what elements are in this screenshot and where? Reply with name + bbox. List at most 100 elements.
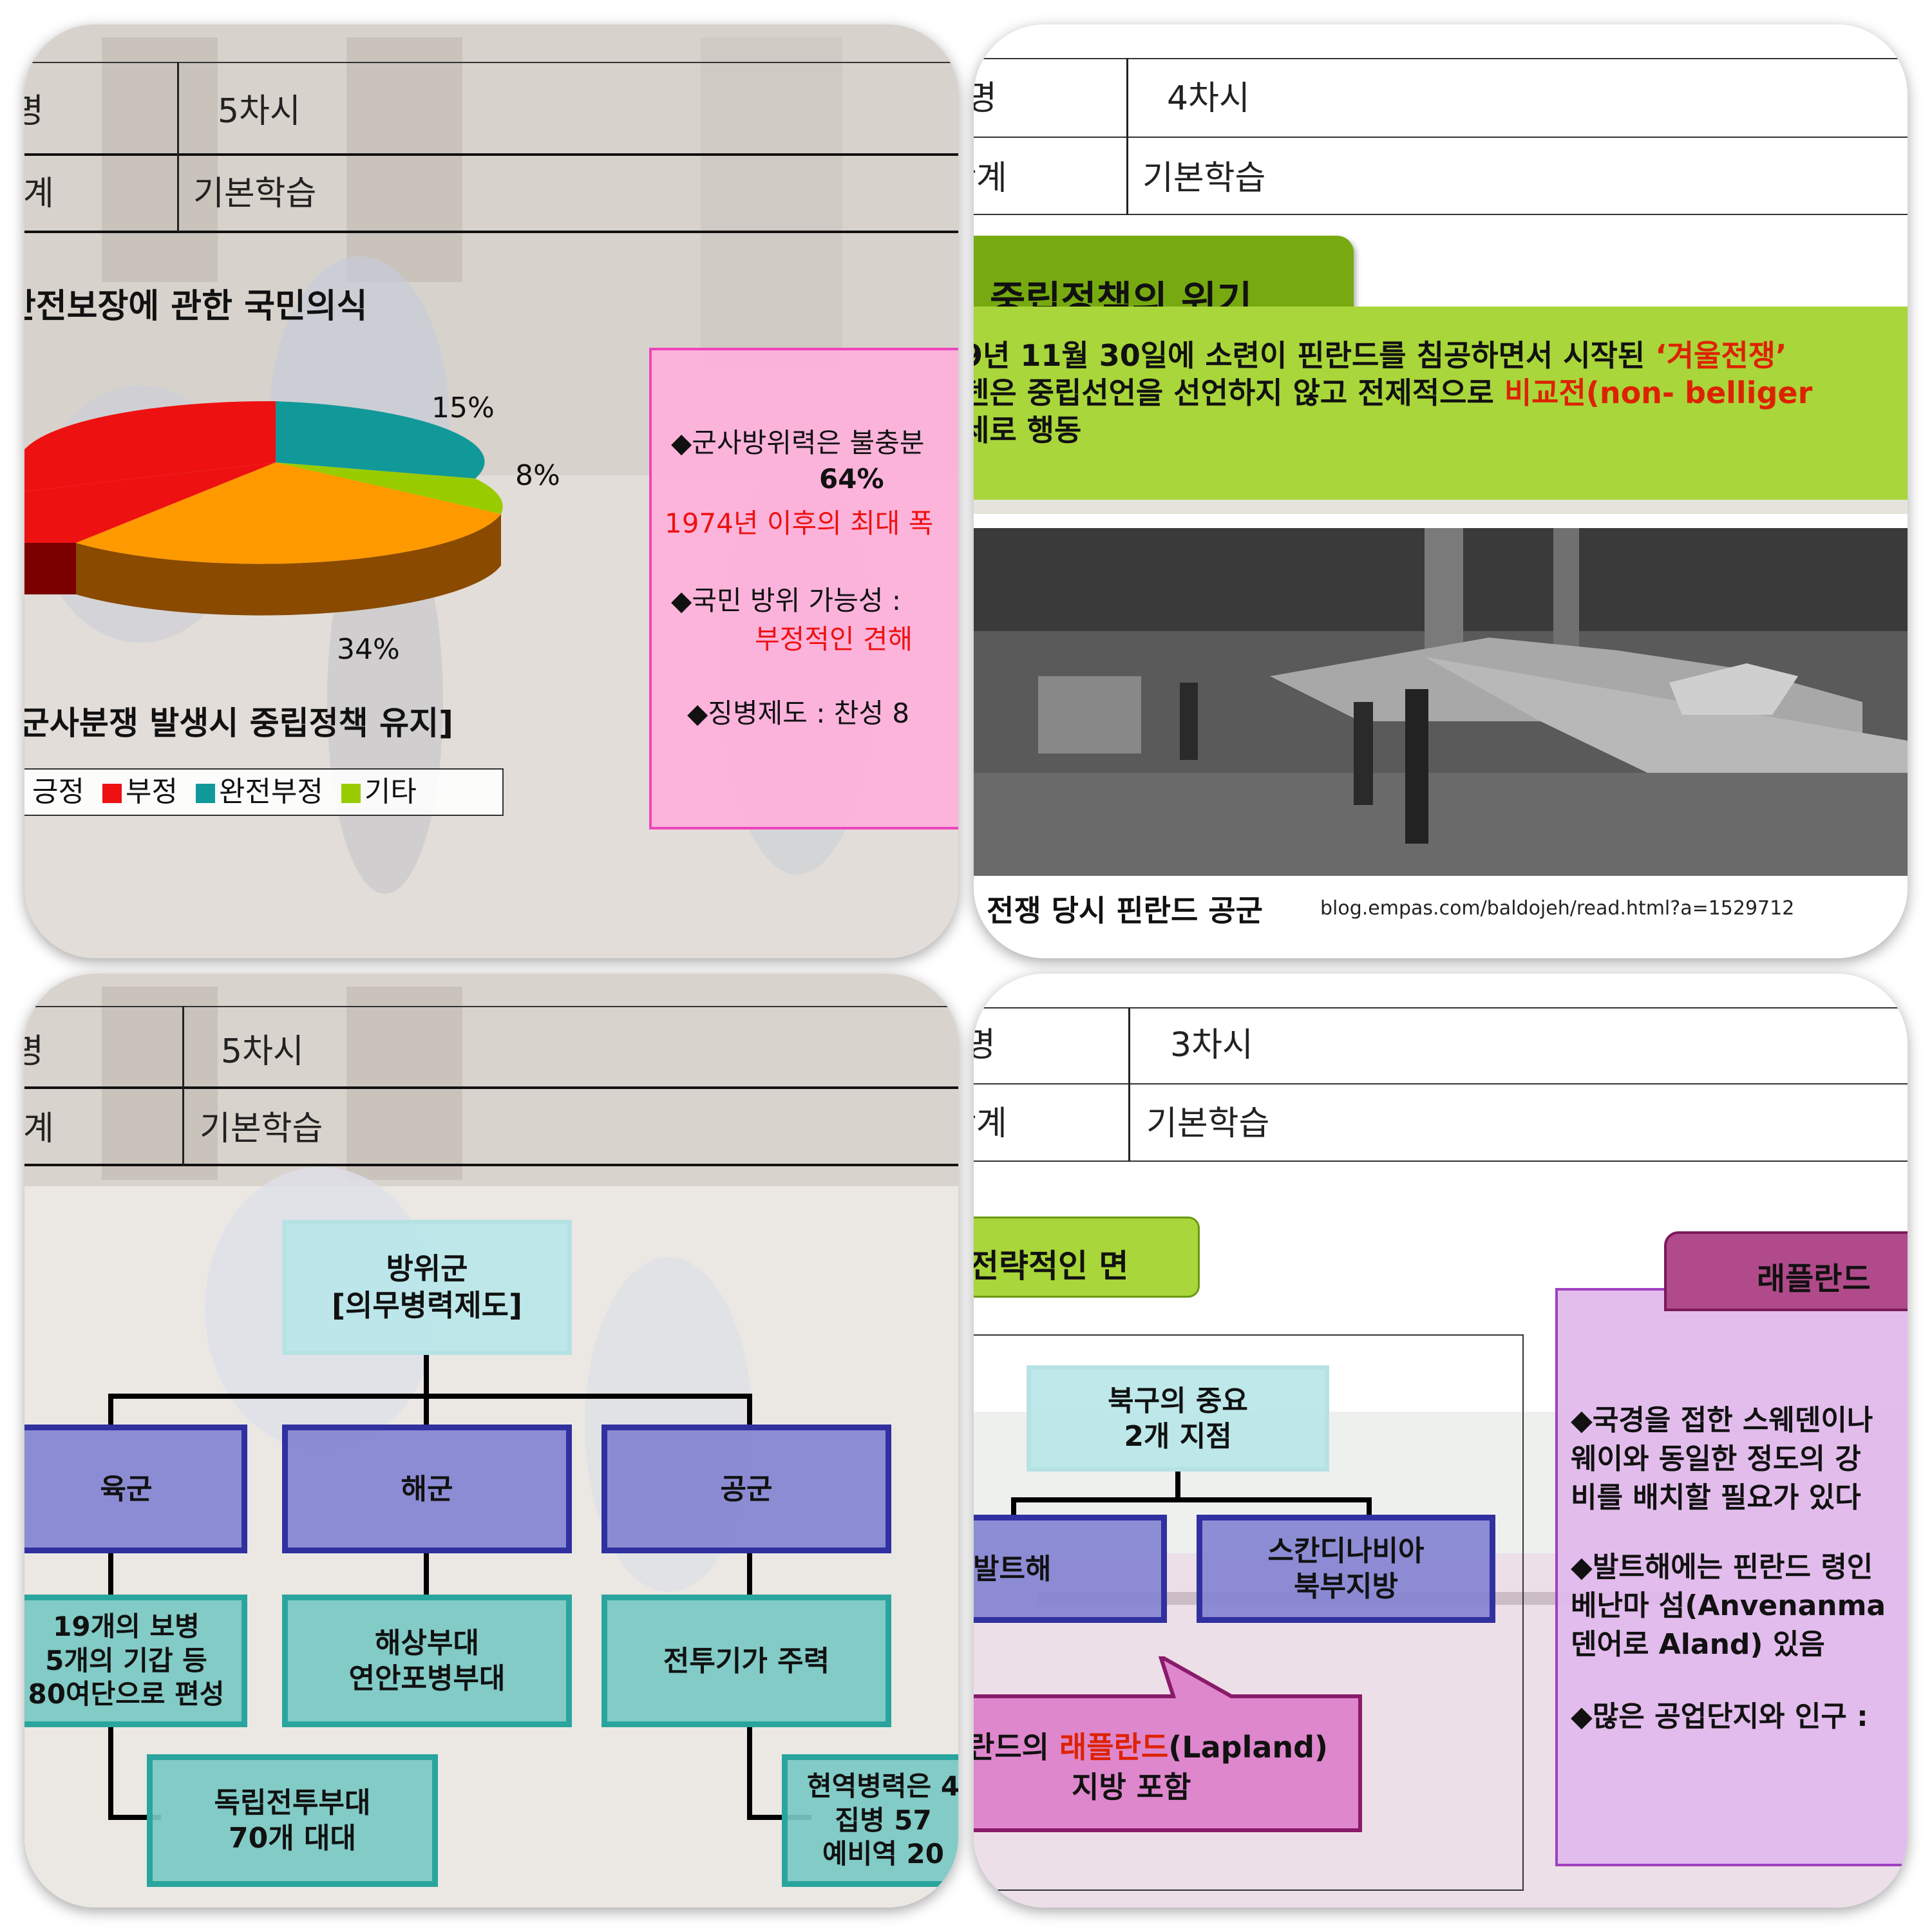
info-line-6: ◆징병제도 : 찬성 8 <box>687 697 910 729</box>
node-baltic: 발트해 <box>974 1515 1167 1623</box>
header-row-divider <box>974 1083 1908 1084</box>
summary-line-2: 덴은 중립선언을 선언하지 않고 전제적으로 비교전(non- belliger <box>974 370 1812 412</box>
header-bottom-border <box>24 231 958 233</box>
lapland-para-1: ◆국경을 접한 스웨덴이나 웨이와 동일한 정도의 강 비를 배치할 필요가 있… <box>1571 1401 1873 1517</box>
header-label-name: 명 <box>974 79 997 118</box>
finnish-airforce-photo <box>974 528 1908 876</box>
diagram-frame <box>974 1334 1524 1891</box>
header-top-border <box>24 1006 958 1007</box>
legend-label-negative: 부정 <box>125 775 178 808</box>
header-top-border <box>974 58 1908 59</box>
info-line-4: ◆국민 방위 가능성 : <box>671 585 901 616</box>
connector-air-sub-h <box>747 1815 811 1820</box>
lapland-p2-line-3: 덴어로 Aland) 있음 <box>1571 1628 1825 1661</box>
diagram-root: 북구의 중요 2개 지점 <box>1027 1365 1329 1472</box>
summary-line-1-text: 9년 11월 30일에 소련이 핀란드를 침공하면서 시작된 <box>974 338 1656 373</box>
lapland-para-2: ◆발트해에는 핀란드 령인 베난마 섬(Anvenanma 덴어로 Aland)… <box>1571 1548 1886 1664</box>
legend-label-strongly-negative: 완전부정 <box>218 775 323 808</box>
strategy-tab: 전략적인 면 <box>974 1217 1200 1298</box>
panel-bottom-right: 명 3차시 단계 기본학습 전략적인 면 북구의 중요 2개 지점 발트해 스칸… <box>974 974 1908 1908</box>
org-airforce: 공군 <box>601 1425 891 1553</box>
summary-banner: 9년 11월 30일에 소련이 핀란드를 침공하면서 시작된 ‘겨울전쟁’ 덴은… <box>974 307 1908 500</box>
org-navy: 해군 <box>282 1425 572 1553</box>
connector-army-sub-h <box>108 1815 161 1820</box>
header-column-divider <box>1128 1007 1130 1162</box>
org-air-detail: 전투기가 주력 <box>601 1595 891 1727</box>
connector-air <box>747 1394 752 1427</box>
header-column-divider <box>182 1006 184 1166</box>
header-top-border <box>24 62 958 63</box>
pct-label-8: 8% <box>515 459 560 492</box>
header-row-divider <box>24 1086 958 1089</box>
legend-swatch-other <box>341 784 361 803</box>
strategy-tab-title: 전략적인 면 <box>974 1247 1129 1285</box>
callout-line-2: 지방 포함 <box>1072 1770 1191 1804</box>
callout-line-1: 란드의 래플란드(Lapland) <box>974 1724 1328 1766</box>
header-label-stage: 단계 <box>24 1110 54 1148</box>
diagram-connector-scandinavia <box>1367 1497 1372 1520</box>
header-row-divider <box>24 153 958 156</box>
pct-label-15: 15% <box>431 392 495 424</box>
info-line-3: 1974년 이후의 최대 폭 <box>665 507 934 539</box>
pie-side-orange <box>76 514 501 616</box>
summary-winter-war: ‘겨울전쟁’ <box>1655 338 1787 373</box>
info-line-5: 부정적인 견해 <box>755 623 913 655</box>
connector-navy <box>424 1394 429 1427</box>
connector-army-sub <box>108 1725 113 1820</box>
header-label-stage: 단계 <box>974 159 1007 198</box>
info-line-1: ◆군사방위력은 불충분 <box>671 427 925 459</box>
lapland-para-3: ◆많은 공업단지와 인구 : <box>1571 1700 1868 1733</box>
header-top-border <box>974 1007 1908 1009</box>
header-session: 5차시 <box>221 1032 304 1071</box>
panel-top-left: 명 5차시 단계 기본학습 안전보장에 관한 국민의식 15% 8% 34% [… <box>24 24 958 958</box>
header-stage: 기본학습 <box>1142 159 1266 198</box>
pie-slice-other <box>276 462 503 514</box>
lapland-p2-line-1: ◆발트해에는 핀란드 령인 <box>1571 1551 1873 1584</box>
photo-source: blog.empas.com/baldojeh/read.html?a=1529… <box>1320 897 1795 920</box>
pie-slice-strongly-negative <box>276 401 485 478</box>
photo-caption: 전쟁 당시 핀란드 공군 <box>987 893 1263 928</box>
header-stage: 기본학습 <box>193 175 317 213</box>
org-army-detail: 19개의 보병 5개의 기갑 등 80여단으로 편성 <box>24 1595 247 1727</box>
connector-root-down <box>424 1354 429 1399</box>
header-stage: 기본학습 <box>200 1110 323 1148</box>
legend-swatch-negative <box>102 784 122 803</box>
org-army-sub: 독립전투부대 70개 대대 <box>147 1754 438 1887</box>
org-army: 육군 <box>24 1425 247 1553</box>
chart-title: 안전보장에 관한 국민의식 <box>24 287 368 326</box>
lapland-tab: 래플란드 <box>1664 1231 1908 1311</box>
legend-label-other: 기타 <box>364 775 417 808</box>
connector-navy-detail <box>424 1551 429 1597</box>
header-column-divider <box>177 62 179 232</box>
callout-bubble <box>974 1656 1362 1832</box>
header-bottom-border <box>974 1160 1908 1162</box>
panel-top-right: 명 4차시 단계 기본학습 중립정책의 위기 9년 11월 30일에 소련이 핀… <box>974 24 1908 958</box>
connector-army-detail <box>108 1551 113 1597</box>
pie-slice-positive <box>76 462 501 564</box>
lapland-p1-line-3: 비를 배치할 필요가 있다 <box>1571 1481 1861 1514</box>
connector-army <box>108 1394 113 1427</box>
header-row-divider <box>974 137 1908 138</box>
lapland-p1-line-1: ◆국경을 접한 스웨덴이나 <box>1571 1404 1873 1437</box>
header-bottom-border <box>24 1164 958 1166</box>
pct-label-34: 34% <box>337 633 400 666</box>
pie-slice-negative <box>24 462 276 543</box>
header-label-stage: 단계 <box>24 175 54 213</box>
chart-caption: [군사분쟁 발생시 중립정책 유지] <box>24 705 453 742</box>
diagram-connector-down <box>1175 1472 1180 1502</box>
org-root: 방위군 [의무병력제도] <box>282 1220 572 1355</box>
org-navy-detail: 해상부대 연안포병부대 <box>282 1595 572 1727</box>
callout-text-a: 란드의 <box>974 1730 1059 1765</box>
legend-label-positive: 긍정 <box>32 775 84 808</box>
header-session: 5차시 <box>218 92 301 131</box>
callout-lapland: 래플란드 <box>1059 1730 1169 1765</box>
connector-air-sub <box>747 1725 752 1820</box>
callout-text-b: (Lapland) <box>1168 1730 1329 1765</box>
header-stage: 기본학습 <box>1146 1104 1270 1143</box>
header-bottom-border <box>974 214 1908 215</box>
info-box: ◆군사방위력은 불충분 64% 1974년 이후의 최대 폭 ◆국민 방위 가능… <box>649 348 958 829</box>
diagram-connector-baltic <box>1011 1497 1016 1520</box>
lapland-p2-line-2: 베난마 섬(Anvenanma <box>1571 1589 1886 1622</box>
header-label-name: 명 <box>24 92 44 131</box>
summary-line-3: 세로 행동 <box>974 413 1082 448</box>
